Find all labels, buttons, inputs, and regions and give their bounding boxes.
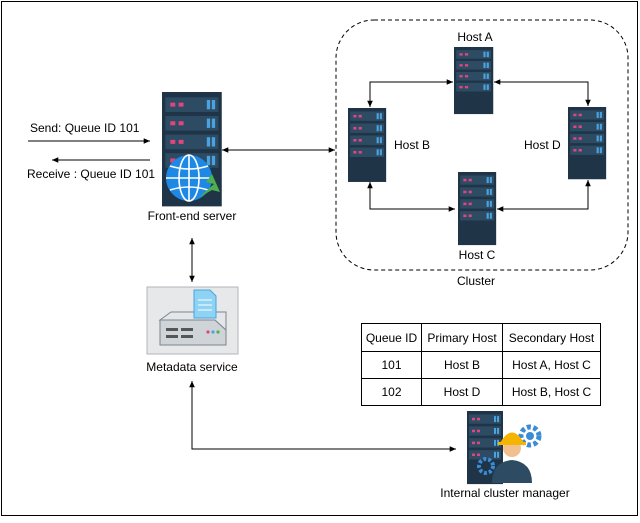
- receive-label: Receive : Queue ID 101: [27, 167, 156, 181]
- host-c-server-icon: [458, 172, 497, 246]
- table-cell: Host A, Host C: [502, 351, 601, 379]
- worker-avatar-icon: [492, 432, 532, 483]
- metadata-service-icon: [146, 286, 239, 355]
- send-label: Send: Queue ID 101: [30, 121, 140, 135]
- table-row: 102 Host D Host B, Host C: [361, 378, 601, 406]
- frontend-server-icon: [162, 92, 222, 207]
- table-header-secondary-host: Secondary Host: [502, 323, 601, 352]
- table-cell: Host B, Host C: [502, 378, 601, 406]
- gear-icon: [477, 424, 542, 475]
- table-cell: 101: [361, 351, 422, 379]
- host-d-label: Host D: [524, 138, 561, 152]
- table-cell: Host B: [421, 351, 503, 379]
- hostA-hostD-arrow: [494, 79, 591, 106]
- host-b-server-icon: [348, 108, 387, 182]
- metadata-manager-arrow: [189, 381, 456, 452]
- table-header-row: Queue ID Primary Host Secondary Host: [361, 323, 601, 352]
- host-a-label: Host A: [457, 30, 493, 44]
- hostA-hostB-arrow: [367, 79, 453, 107]
- table-header-queue-id: Queue ID: [361, 323, 422, 352]
- frontend-server-label: Front-end server: [147, 209, 237, 223]
- table-cell: 102: [361, 378, 422, 406]
- hostB-hostC-arrow: [367, 182, 455, 212]
- cluster-label: Cluster: [456, 274, 496, 288]
- queue-host-table: Queue ID Primary Host Secondary Host 101…: [361, 323, 601, 406]
- hostC-hostD-arrow: [497, 180, 591, 212]
- table-row: 101 Host B Host A, Host C: [361, 351, 601, 379]
- cluster-manager-icon: [467, 411, 542, 485]
- table-header-primary-host: Primary Host: [421, 323, 503, 352]
- metadata-service-label: Metadata service: [146, 360, 238, 374]
- host-a-server-icon: [454, 47, 494, 115]
- host-d-server-icon: [568, 107, 607, 180]
- cluster-boundary: [335, 19, 629, 271]
- cluster-manager-label: Internal cluster manager: [440, 486, 570, 500]
- host-b-label: Host B: [394, 138, 431, 152]
- table-cell: Host D: [421, 378, 503, 406]
- host-c-label: Host C: [458, 248, 496, 262]
- document-icon: [193, 289, 217, 319]
